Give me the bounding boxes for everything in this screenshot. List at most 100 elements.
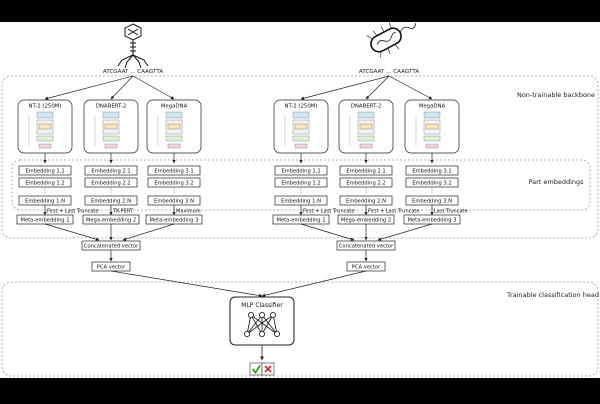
left-seq-to-model-3-arrow (132, 75, 175, 100)
left-model-2-layer-core (104, 123, 118, 130)
left-model-3-layer-bottom (165, 135, 183, 142)
right-model-2-layer-top (357, 111, 375, 119)
right-seq-to-model-3-arrow (388, 75, 433, 100)
right-model-2-layer-input (359, 143, 373, 149)
left-aggregation-2-label: TK-PERT (112, 209, 134, 215)
left-meta-embedding-1-label: Meta-embedding 1 (20, 218, 69, 224)
left-embedding-3-2-label: Embedding 3.2 (154, 181, 193, 187)
bacterium-icon (366, 22, 416, 58)
left-model-3-layer-top (165, 111, 183, 119)
right-embedding-1-1-box (274, 165, 328, 176)
left-model-1-layer-bottom (36, 135, 54, 142)
right-meta-embedding-2-label: Mega-embedding 2 (341, 218, 391, 224)
left-seq-to-model-1-arrow (44, 75, 134, 100)
left-model-1-layer-top (36, 111, 54, 119)
left-model-2-layer-input (104, 143, 118, 149)
right-model-1-layer-top (292, 111, 310, 119)
right-aggregation-1-label: First + Last Truncate (303, 209, 354, 215)
right-embedding-1-3-label: Embedding 1.N (281, 199, 321, 205)
right-embedding-3-3-label: Embedding 3.N (412, 199, 452, 205)
right-embedding-2-3-label: Embedding 2.N (346, 199, 386, 205)
left-meta-1-to-concat-arrow (44, 223, 100, 241)
right-model-1-layer-input (294, 143, 308, 149)
left-embedding-2-3-label: Embedding 2.N (91, 199, 131, 205)
left-aggregation-1-label: First + Last Truncate (47, 209, 98, 215)
right-concat-label: Concatenated vector (339, 244, 394, 250)
right-model-3-name: MegaDNA (419, 104, 446, 110)
left-embedding-1-2-box (18, 177, 72, 188)
left-pca-to-classifier-arrow (110, 270, 263, 298)
mlp-classifier-label: MLP Classifier (241, 302, 283, 309)
left-embedding-3-ellipsis: ⋮ (171, 188, 177, 194)
left-embedding-1-ellipsis: ⋮ (42, 188, 48, 194)
left-meta-3-to-concat-arrow (122, 223, 175, 241)
right-embedding-1-2-box (274, 177, 328, 188)
right-embedding-2-1-label: Embedding 2.1 (346, 169, 385, 175)
left-embedding-1-1-label: Embedding 1.1 (25, 169, 64, 175)
left-embedding-3-3-label: Embedding 3.N (154, 199, 194, 205)
right-embedding-3-ellipsis: ⋮ (429, 188, 435, 194)
left-embedding-2-1-label: Embedding 2.1 (91, 169, 130, 175)
right-model-1-name: NT-2 (250M) (284, 104, 317, 110)
right-seq-to-model-1-arrow (300, 75, 390, 100)
right-model-3-layer-top (423, 111, 441, 119)
right-seq-to-model-2-arrow (365, 75, 390, 100)
left-embedding-3-1-label: Embedding 3.1 (154, 169, 193, 175)
backbone-region (1, 75, 599, 239)
right-meta-3-to-concat-arrow (377, 223, 433, 241)
left-embedding-3-1-box (147, 165, 201, 176)
sequence-left: ATCGAAT ... CAAGTTA (103, 69, 163, 75)
check-icon (251, 365, 261, 375)
right-pca-to-classifier-arrow (261, 270, 367, 297)
left-concat-label: Concatenated vector (84, 244, 139, 250)
left-embedding-3-2-box (147, 177, 201, 188)
head-label: Trainable classification head (506, 291, 599, 299)
head-region (1, 281, 599, 377)
left-embedding-2-1-box (84, 165, 138, 176)
right-embedding-2-2-label: Embedding 2.2 (346, 181, 385, 187)
left-model-2-layer-top (102, 111, 120, 119)
right-model-1-layer-core (294, 123, 308, 130)
left-embedding-1-2-label: Embedding 1.2 (25, 181, 64, 187)
right-embedding-1-2-label: Embedding 1.2 (281, 181, 320, 187)
left-embedding-2-2-box (84, 177, 138, 188)
right-meta-embedding-3-label: Meta-embedding 3 (407, 218, 456, 224)
right-model-2-layer-core (359, 123, 373, 130)
phage-icon (117, 23, 149, 69)
left-embedding-1-3-label: Embedding 1.N (25, 199, 65, 205)
left-embedding-1-1-box (18, 165, 72, 176)
right-embedding-3-2-label: Embedding 3.2 (412, 181, 451, 187)
sequence-right: ATCGAAT ... CAAGTTA (359, 69, 419, 75)
left-pca-label: PCA vector (97, 265, 126, 271)
right-pca-label: PCA vector (352, 265, 381, 271)
right-meta-1-to-concat-arrow (300, 223, 355, 241)
left-model-1-layer-core (38, 123, 52, 130)
right-model-2-layer-bottom (357, 135, 375, 142)
left-aggregation-3-label: Maximum (176, 209, 201, 215)
left-model-3-layer-input (167, 143, 181, 149)
right-embedding-2-ellipsis: ⋮ (363, 188, 369, 194)
right-embedding-3-1-label: Embedding 3.1 (412, 169, 451, 175)
right-embedding-2-1-box (339, 165, 393, 176)
backbone-label: Non-trainable backbone (517, 91, 595, 99)
left-model-1-name: NT-2 (250M) (28, 104, 61, 110)
right-embedding-2-2-box (339, 177, 393, 188)
left-model-3-name: MegaDNA (161, 104, 188, 110)
right-embedding-1-ellipsis: ⋮ (298, 188, 304, 194)
right-aggregation-2-label: First + Last Truncate (368, 209, 419, 215)
left-model-1-layer-input (38, 143, 52, 149)
left-seq-to-model-2-arrow (110, 75, 134, 100)
left-model-2-layer-bottom (102, 135, 120, 142)
right-model-2-name: DNABERT-2 (351, 104, 382, 110)
neural-network-icon (243, 311, 280, 337)
right-meta-embedding-1-label: Meta-embedding 1 (276, 218, 325, 224)
right-aggregation-3-label: Last Truncate (434, 209, 468, 215)
right-model-3-layer-input (425, 143, 439, 149)
left-embedding-2-2-label: Embedding 2.2 (91, 181, 130, 187)
right-embedding-3-1-box (405, 165, 459, 176)
left-model-2-name: DNABERT-2 (96, 104, 127, 110)
right-embedding-3-2-box (405, 177, 459, 188)
left-embedding-2-ellipsis: ⋮ (108, 188, 114, 194)
